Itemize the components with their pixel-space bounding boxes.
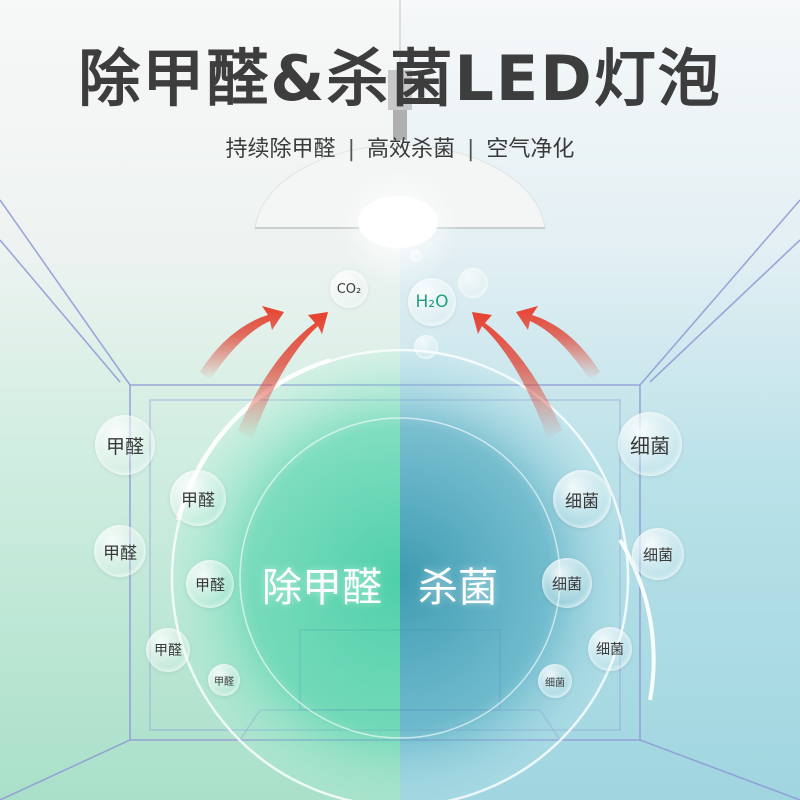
bacteria-bubble: 细菌	[632, 528, 684, 580]
arrow-up-left-inner	[238, 312, 328, 440]
h2o-label: H₂O	[415, 292, 449, 312]
bubble-label: 细菌	[545, 677, 565, 689]
orb-right-half	[400, 348, 630, 800]
co2-label: CO₂	[336, 281, 362, 297]
formaldehyde-bubble: 甲醛	[94, 525, 146, 577]
page-title: 除甲醛&杀菌LED灯泡	[78, 42, 722, 115]
bacteria-bubble: 细菌	[542, 558, 592, 608]
small-bubble	[458, 268, 488, 298]
formaldehyde-bubble: 甲醛	[186, 560, 234, 608]
bubble-label: 甲醛	[194, 575, 225, 594]
bubble-label: 甲醛	[214, 676, 234, 688]
feature-line: 持续除甲醛 | 高效杀菌 | 空气净化	[0, 135, 800, 165]
bubble-label: 细菌	[551, 574, 582, 593]
remove-formaldehyde-label: 除甲醛	[262, 565, 382, 611]
sterilize-label: 杀菌	[418, 565, 498, 611]
bubble-label: 甲醛	[103, 543, 137, 564]
feature-air-purify: 空气净化	[486, 137, 575, 162]
arrow-up-left-outer	[200, 306, 284, 380]
bacteria-bubble: 细菌	[588, 627, 632, 671]
bubble-label: 细菌	[642, 545, 673, 564]
bacteria-bubble: 细菌	[538, 664, 572, 698]
bubble-label: 细菌	[596, 642, 624, 658]
h2o-bubble: H₂O	[408, 278, 456, 326]
bulb	[358, 196, 438, 248]
bubble-label: 细菌	[565, 491, 599, 512]
small-bubble	[414, 335, 438, 359]
arrow-up-right-inner	[472, 312, 562, 440]
arrow-up-right-outer	[516, 306, 600, 380]
feature-sterilize: 高效杀菌	[366, 137, 455, 162]
formaldehyde-bubble: 甲醛	[170, 470, 226, 526]
bubble-label: 甲醛	[105, 435, 144, 458]
formaldehyde-bubble: 甲醛	[95, 415, 155, 475]
bacteria-bubble: 细菌	[618, 412, 682, 476]
bacteria-bubble: 细菌	[553, 470, 611, 528]
bubble-label: 细菌	[630, 433, 670, 458]
formaldehyde-bubble: 甲醛	[146, 628, 190, 672]
orb-outer-ring	[170, 348, 630, 800]
formaldehyde-bubble: 甲醛	[208, 664, 240, 696]
separator: |	[347, 137, 355, 162]
separator: |	[467, 137, 475, 162]
feature-formaldehyde: 持续除甲醛	[225, 137, 336, 162]
bubble-label: 甲醛	[181, 490, 215, 511]
co2-bubble: CO₂	[330, 270, 368, 308]
lamp-fitting	[388, 70, 412, 110]
small-bubble	[410, 250, 422, 262]
bubble-label: 甲醛	[154, 643, 182, 659]
